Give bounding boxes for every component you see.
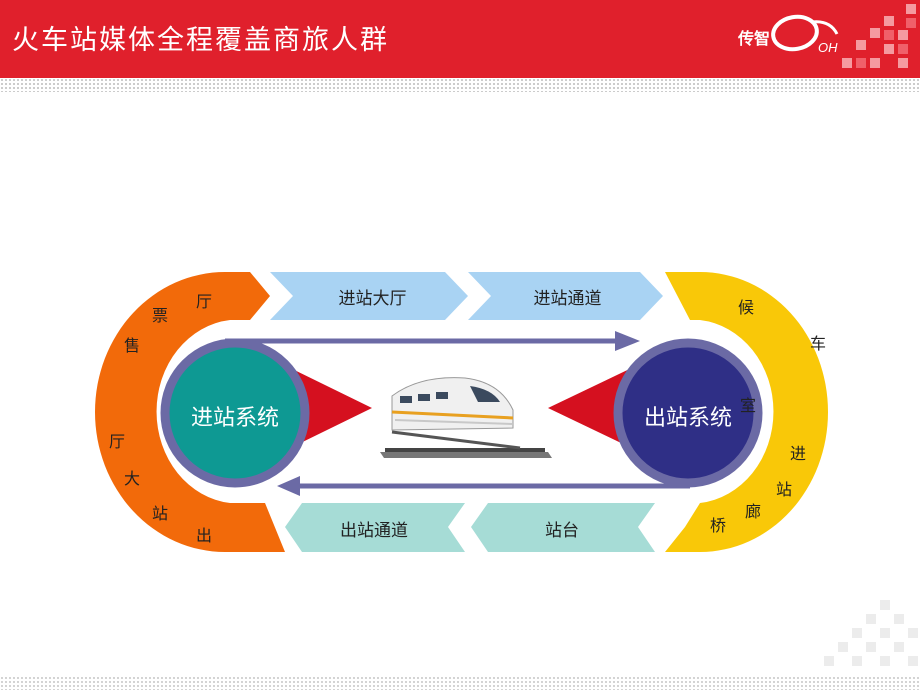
- right-arc-char: 室: [740, 396, 757, 415]
- exit-system-circle: [613, 338, 763, 488]
- left-orange-arc: [95, 272, 285, 552]
- entry-system-label: 进站系统: [190, 406, 279, 431]
- right-flow-arrowhead: [615, 331, 640, 351]
- left-arc-char: 大: [124, 469, 141, 488]
- header-bar: 火车站媒体全程覆盖商旅人群 传智 OH: [0, 0, 920, 78]
- right-arc-char: 桥: [710, 516, 727, 535]
- svg-text:OH: OH: [818, 40, 838, 55]
- chevron-label-entry-hall: 进站大厅: [338, 289, 407, 309]
- right-arc-char: 进: [790, 444, 807, 463]
- right-arc-char: 候: [738, 298, 755, 317]
- left-arc-char: 站: [152, 504, 169, 523]
- chevron-label-exit-passage: 出站通道: [340, 521, 408, 541]
- footer-dotted-divider: [0, 676, 920, 690]
- entry-system-circle: [160, 338, 310, 488]
- chevron-label-entry-passage: 进站通道: [533, 289, 602, 309]
- right-arc-char: 站: [776, 480, 793, 499]
- header-dotted-divider: [0, 78, 920, 92]
- chevron-entry-passage: [468, 272, 663, 320]
- chevron-label-platform: 站台: [545, 521, 579, 541]
- right-yellow-arc: [665, 272, 828, 552]
- left-arc-char: 厅: [109, 432, 126, 451]
- chevron-exit-passage: [285, 503, 465, 552]
- left-arc-char: 出: [196, 526, 213, 545]
- train-icon: [380, 377, 552, 458]
- chevron-platform: [471, 503, 655, 552]
- left-arc-char: 票: [152, 306, 169, 325]
- right-arc-char: 车: [810, 334, 827, 353]
- brand-logo-icon: OH: [771, 4, 916, 68]
- logo-text: 传智: [738, 29, 771, 48]
- left-flow-arrowhead: [277, 476, 300, 496]
- chevron-entry-hall: [270, 272, 468, 320]
- page-title: 火车站媒体全程覆盖商旅人群: [12, 25, 389, 56]
- left-arc-char: 售: [124, 336, 141, 355]
- exit-system-label: 出站系统: [643, 406, 732, 431]
- left-arc-char: 厅: [196, 292, 213, 311]
- right-arc-char: 廊: [745, 502, 762, 521]
